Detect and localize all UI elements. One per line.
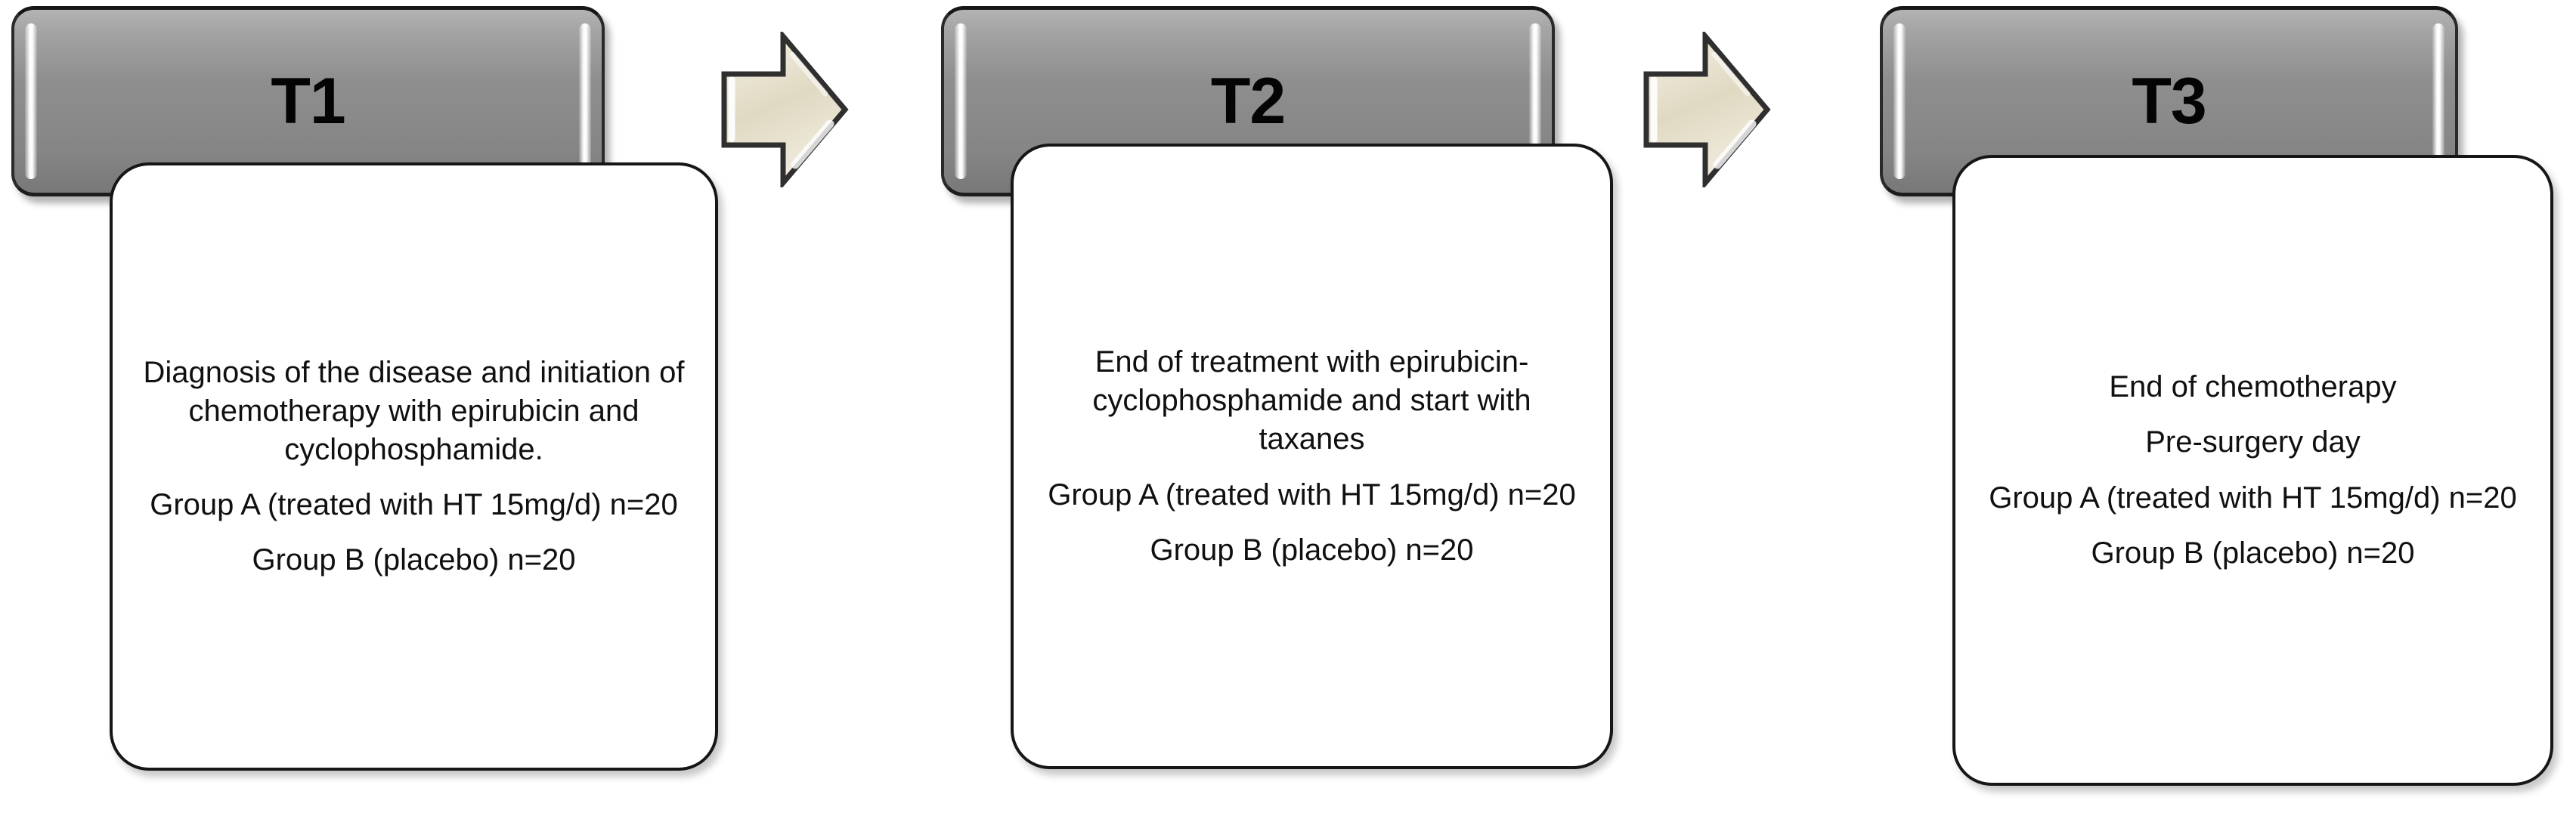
- timepoint-card-line: Diagnosis of the disease and initiation …: [143, 355, 685, 466]
- timepoint-card-line: Group A (treated with HT 15mg/d) n=20: [150, 488, 678, 522]
- right-block-arrow-icon: [720, 32, 850, 187]
- bevel-highlight-left-t2: [955, 23, 967, 179]
- timepoint-header-t1: T1: [11, 6, 605, 196]
- timepoint-card-line: Group A (treated with HT 15mg/d) n=20: [1989, 481, 2517, 515]
- timepoint-card-line: Group B (placebo) n=20: [252, 543, 576, 577]
- timepoint-label-t2: T2: [1210, 65, 1286, 138]
- header-sheen-t3: [1883, 10, 2455, 79]
- timepoint-card-line: Group A (treated with HT 15mg/d) n=20: [1048, 478, 1576, 512]
- bevel-highlight-left-t1: [25, 23, 37, 179]
- timepoint-label-t1: T1: [271, 65, 345, 138]
- bevel-highlight-right-t1: [579, 23, 591, 179]
- right-block-arrow-icon: [1642, 32, 1772, 187]
- bevel-highlight-right-t2: [1529, 23, 1541, 179]
- timepoint-card-line: Group B (placebo) n=20: [1150, 533, 1474, 567]
- bevel-highlight-left-t3: [1893, 23, 1906, 179]
- timepoint-card-line: Pre-surgery day: [2145, 425, 2361, 459]
- timepoint-card-line: End of treatment with epirubicin-cycloph…: [1092, 345, 1531, 456]
- bevel-highlight-right-t3: [2432, 23, 2444, 179]
- timepoint-card-t3: End of chemotherapy Pre-surgery day Grou…: [1952, 155, 2553, 786]
- timepoint-card-line: Group B (placebo) n=20: [2091, 536, 2415, 570]
- timepoint-label-t3: T3: [2132, 65, 2206, 138]
- timepoint-card-t2: End of treatment with epirubicin-cycloph…: [1011, 144, 1613, 769]
- header-sheen-t1: [14, 10, 602, 79]
- header-sheen-t2: [944, 10, 1552, 79]
- timepoint-card-line: End of chemotherapy: [2109, 370, 2397, 404]
- timepoint-card-t1: Diagnosis of the disease and initiation …: [110, 162, 718, 771]
